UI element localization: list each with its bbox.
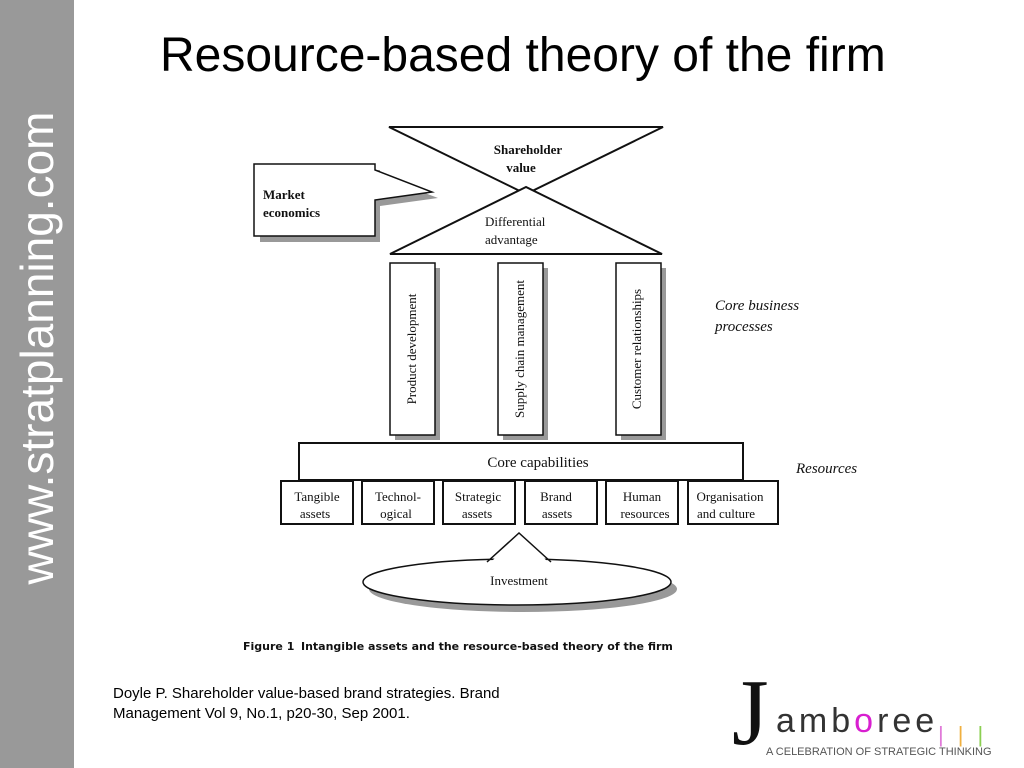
logo-bar-2: | <box>957 722 964 747</box>
logo-letter-j: J <box>732 661 769 765</box>
logo-word-post: ree <box>877 702 939 740</box>
sidebar-band: www.stratplanning.com <box>0 0 74 768</box>
logo-word-highlight: o <box>854 702 878 740</box>
asset-label-line1: Human <box>623 489 662 504</box>
asset-box-organisation: Organisation and culture <box>687 480 779 525</box>
resources-label: Resources <box>795 461 857 477</box>
figure-caption: Intangible assets and the resource-based… <box>301 640 673 653</box>
market-economics-callout: Market economics <box>253 163 438 242</box>
logo-bar-3: | <box>977 722 984 747</box>
core-business-processes-label-line1: Core business <box>715 298 799 314</box>
core-capabilities-label: Core capabilities <box>487 455 588 471</box>
asset-box-brand: Brand assets <box>524 480 598 525</box>
asset-label-line1: Brand <box>540 489 572 504</box>
differential-advantage-line2: advantage <box>485 232 538 247</box>
logo-wordmark: amboree <box>776 702 938 741</box>
core-capabilities-bar: Core capabilities <box>298 442 744 481</box>
citation-line1: Doyle P. Shareholder value-based brand s… <box>113 685 500 702</box>
shareholder-value-line1: Shareholder <box>494 142 563 157</box>
asset-label-line2: assets <box>542 506 572 521</box>
citation-text: Doyle P. Shareholder value-based brand s… <box>113 684 583 724</box>
asset-box-tangible: Tangible assets <box>280 480 354 525</box>
differential-advantage-line1: Differential <box>485 214 546 229</box>
asset-label-line2: ogical <box>380 506 412 521</box>
asset-label-line2: resources <box>620 506 669 521</box>
asset-label-line1: Technol- <box>375 489 421 504</box>
jamboree-logo: J amboree ||| A CELEBRATION OF STRATEGIC… <box>728 666 1018 764</box>
process-pillar-customer-relationships: Customer relationships <box>615 262 666 440</box>
shareholder-value-triangle: Shareholder value <box>388 126 664 196</box>
resource-based-theory-diagram: .ser { font-family: "Liberation Serif", … <box>243 126 857 653</box>
citation-line2: Management Vol 9, No.1, p20-30, Sep 2001… <box>113 705 410 722</box>
asset-box-technological: Technol- ogical <box>361 480 435 525</box>
core-business-processes-label-line2: processes <box>714 319 773 335</box>
logo-word-pre: amb <box>776 702 855 740</box>
asset-label-line1: Tangible <box>294 489 340 504</box>
differential-advantage-triangle: Differential advantage <box>389 185 663 255</box>
asset-label-line2: and culture <box>697 506 755 521</box>
asset-label-line2: assets <box>462 506 492 521</box>
process-pillar-product-development: Product development <box>389 262 440 440</box>
logo-tagline: A CELEBRATION OF STRATEGIC THINKING <box>766 746 992 758</box>
market-economics-line2: economics <box>263 205 320 220</box>
slide-title: Resource-based theory of the firm <box>160 29 886 82</box>
asset-label-line1: Organisation <box>697 489 764 504</box>
process-pillar-supply-chain: Supply chain management <box>497 262 548 440</box>
process-label-supply-chain: Supply chain management <box>512 280 527 418</box>
process-label-product-development: Product development <box>404 293 419 404</box>
figure-label: Figure 1 <box>243 640 294 653</box>
logo-color-bars: | | | <box>938 722 997 748</box>
investment-ellipse: Investment <box>362 531 677 612</box>
shareholder-value-line2: value <box>506 160 536 175</box>
market-economics-line1: Market <box>263 187 306 202</box>
asset-label-line2: assets <box>300 506 330 521</box>
logo-bar-1: | <box>938 722 944 747</box>
process-label-customer-relationships: Customer relationships <box>629 289 644 409</box>
asset-box-human: Human resources <box>605 480 679 525</box>
asset-label-line1: Strategic <box>455 489 501 504</box>
investment-label: Investment <box>490 573 548 588</box>
asset-box-strategic: Strategic assets <box>442 480 516 525</box>
